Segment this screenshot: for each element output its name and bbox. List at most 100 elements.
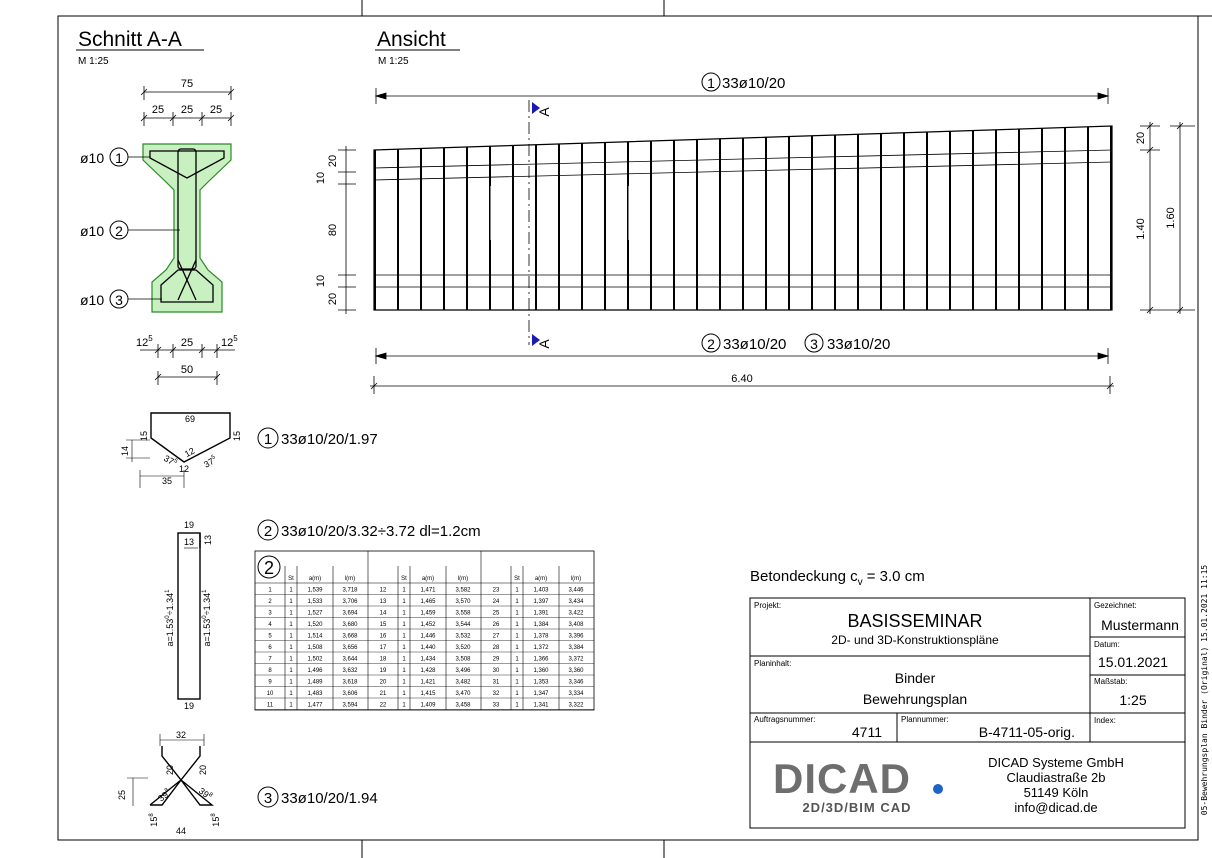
bar-label-3: ø10 3 (80, 289, 162, 309)
tb-datum-value: 15.01.2021 (1098, 654, 1168, 670)
table-cell: 3,346 (568, 680, 584, 686)
table-cell: 3,668 (342, 634, 358, 640)
table-cell: 1,347 (533, 691, 549, 697)
table-cell: 9 (268, 680, 272, 686)
table-cell: 1 (402, 599, 406, 605)
tb-auftrag-label: Auftragsnummer: (754, 715, 815, 724)
bar2-dim-right: a=1.530÷1.341 (202, 589, 212, 647)
table-cell: 3,644 (342, 657, 358, 663)
company-line-4: info@dicad.de (1014, 800, 1097, 815)
table-cell: 1 (289, 691, 293, 697)
table-cell: 1 (289, 645, 293, 651)
bar-2-shape: 19 13 13 19 a=1.530÷1.341 a=1.530÷1.341 (165, 520, 213, 711)
table-cell: 3,632 (342, 668, 358, 674)
table-cell: 3,360 (568, 668, 584, 674)
tb-gez-value: Mustermann (1101, 617, 1179, 633)
bar3-dim-foot-r: 158 (211, 813, 221, 827)
view-right-dims (1140, 122, 1195, 314)
section-scale: M 1:25 (78, 56, 109, 67)
table-cell: 1,378 (533, 634, 549, 640)
table-cell: 14 (380, 611, 387, 617)
dicad-logo: DICAD 2D/3D/BIM CAD (773, 755, 943, 815)
table-cell: 1 (289, 657, 293, 663)
tb-projekt-sub: 2D- und 3D-Konstruktionspläne (831, 633, 999, 647)
view-left-dim-3: 80 (327, 224, 339, 236)
bar-label-2: ø10 2 (80, 220, 180, 240)
table-cell: 3,594 (342, 703, 358, 709)
cut-marker-bottom-icon (532, 334, 540, 346)
bar-1-shape: 69 15 15 14 12 12 375 375 35 (120, 412, 242, 488)
table-cell: 1 (402, 668, 406, 674)
tb-projekt-title: BASISSEMINAR (847, 611, 982, 631)
side-stamp: 05-Bewehrungsplan Binder (Original) 15.0… (1200, 565, 1209, 816)
sheet-frame (57, 0, 1212, 858)
dim-top-part-2: 25 (181, 104, 193, 116)
bar-label-3-dia: ø10 (80, 292, 104, 308)
table-id: 2 (264, 558, 274, 578)
table-cell: 1 (289, 611, 293, 617)
table-cell: 1,397 (533, 599, 549, 605)
table-cell: 3,618 (342, 680, 358, 686)
view-bottom-text-a: 33ø10/20 (723, 336, 786, 353)
view-left-dim-2: 10 (315, 172, 327, 184)
table-cell: 1 (515, 703, 519, 709)
table-cell: 6 (268, 645, 272, 651)
table-cell: 1 (402, 645, 406, 651)
company-line-1: DICAD Systeme GmbH (988, 755, 1124, 770)
table-cell: 1,539 (307, 588, 323, 594)
table-cell: 30 (493, 668, 500, 674)
table-cell: 3,434 (568, 599, 584, 605)
table-cell: 1 (402, 657, 406, 663)
table-cell: 1 (515, 668, 519, 674)
dim-top-part-1: 25 (152, 104, 164, 116)
table-cell: 1 (289, 680, 293, 686)
tb-index-label: Index: (1094, 716, 1116, 725)
table-cell: 33 (493, 703, 500, 709)
bar1-text: 33ø10/20/1.97 (281, 431, 378, 448)
bar-3-label: 3 33ø10/20/1.94 (257, 786, 378, 808)
tb-planinhalt-1: Binder (895, 670, 936, 686)
bar1-dim-base: 35 (162, 476, 172, 486)
table-cell: 1 (268, 588, 272, 594)
bar-label-1-dia: ø10 (80, 150, 104, 166)
table-cell: 1 (515, 657, 519, 663)
table-cell: 1,341 (533, 703, 549, 709)
table-cell: 3,322 (568, 703, 584, 709)
bar3-dim-height: 25 (117, 790, 127, 800)
dim-bottom-part-2: 25 (181, 337, 193, 349)
concrete-cover: Betondeckung cv = 3.0 cm (750, 568, 925, 588)
section-bottom-dims (140, 344, 235, 385)
table-cell: 1,496 (307, 668, 323, 674)
table-cell: 18 (380, 657, 387, 663)
cut-label-top: A (536, 107, 552, 117)
table-cell: 1,533 (307, 599, 323, 605)
company-line-3: 51149 Köln (1024, 785, 1089, 800)
bar3-dim-foot-l: 158 (149, 813, 159, 827)
table-cell: 31 (493, 680, 500, 686)
view-bottom-text-b: 33ø10/20 (827, 336, 890, 353)
table-cell: 1 (515, 645, 519, 651)
view-left-dim-5: 20 (327, 293, 339, 305)
table-cell: 3,334 (568, 691, 584, 697)
table-cell: 1,520 (307, 622, 323, 628)
table-cell: 20 (380, 680, 387, 686)
table-cell: 24 (493, 599, 500, 605)
table-cell: 8 (268, 668, 272, 674)
dim-top-part-3: 25 (210, 104, 222, 116)
table-cell: 4 (268, 622, 272, 628)
table-header: a(m) (422, 576, 434, 582)
table-cell: 3,570 (455, 599, 471, 605)
table-cell: 1,440 (420, 645, 436, 651)
table-cell: 3,706 (342, 599, 358, 605)
table-cell: 1,477 (307, 703, 323, 709)
table-cell: 1 (289, 588, 293, 594)
table-cell: 1,483 (307, 691, 323, 697)
company-line-2: Claudiastraße 2b (1007, 770, 1106, 785)
table-cell: 3,544 (455, 622, 471, 628)
tb-plan-label: Plannummer: (901, 715, 949, 724)
table-header: a(m) (535, 576, 547, 582)
bar2-num: 2 (264, 523, 272, 540)
beam-cross-section (142, 143, 232, 313)
